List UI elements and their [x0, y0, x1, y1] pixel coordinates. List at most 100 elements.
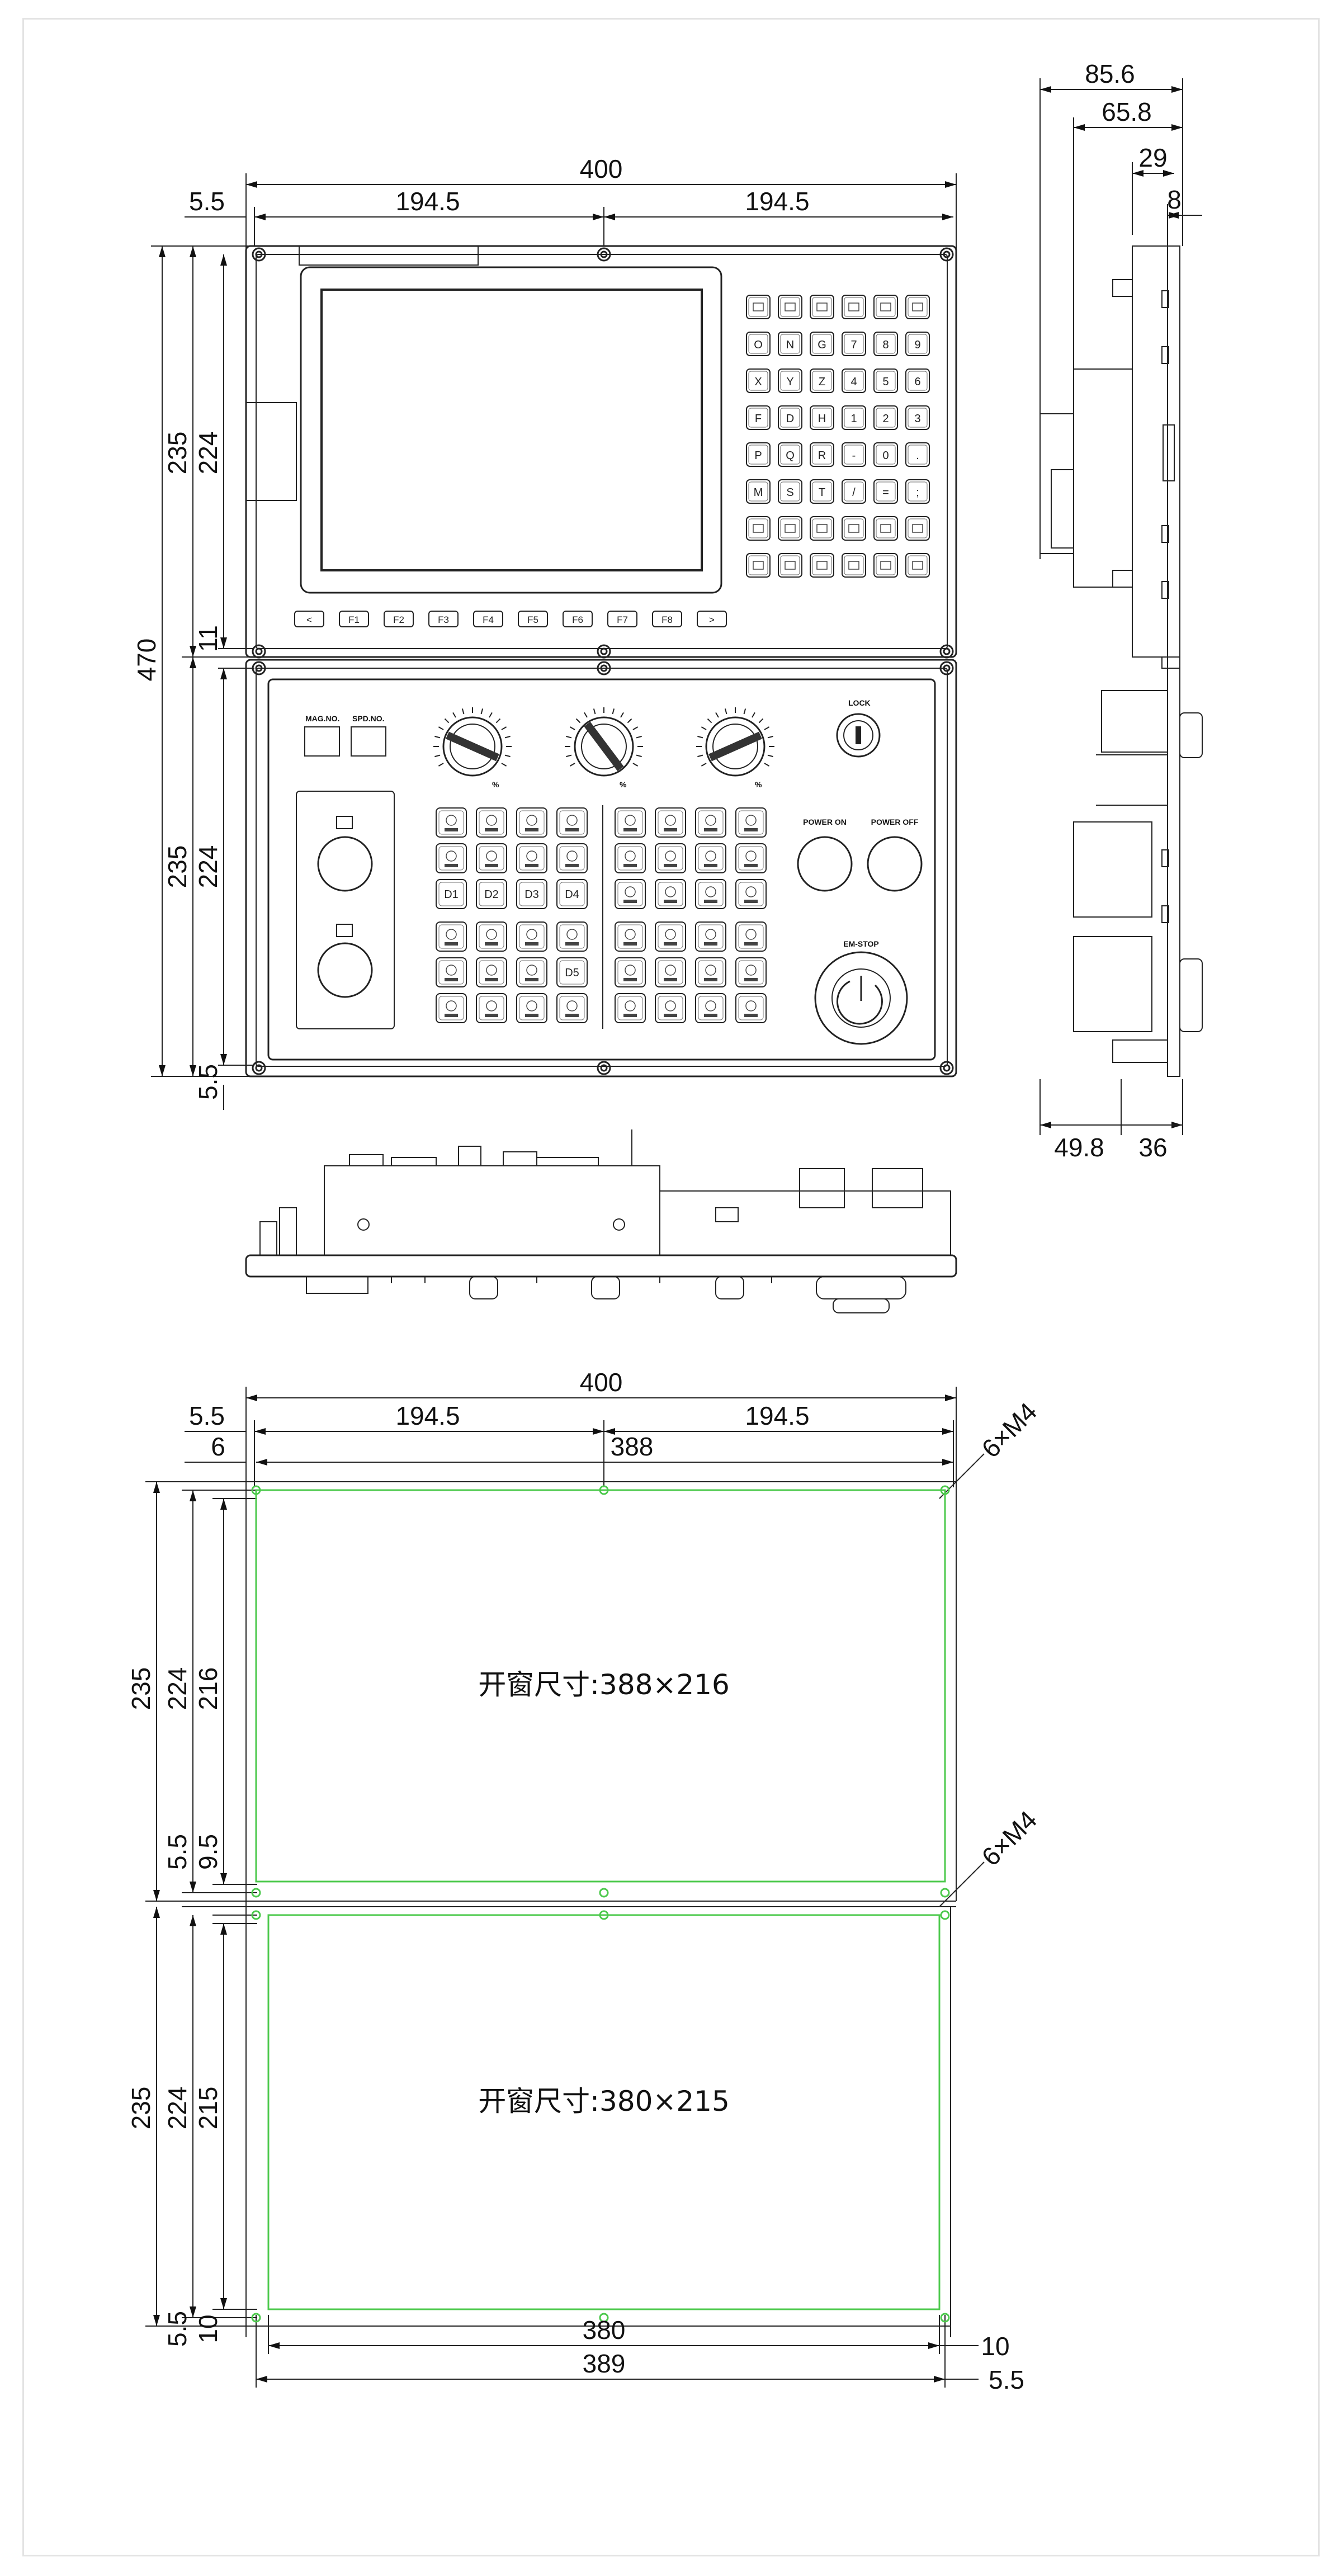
panel-key[interactable]: [615, 879, 646, 909]
panel-key[interactable]: [436, 993, 467, 1023]
panel-key[interactable]: D1: [436, 879, 467, 909]
panel-key[interactable]: [436, 957, 467, 987]
keypad-key[interactable]: P: [746, 442, 771, 467]
keypad-key[interactable]: [842, 295, 866, 319]
panel-key[interactable]: D2: [476, 879, 507, 909]
panel-key[interactable]: [436, 843, 467, 873]
panel-key[interactable]: [556, 843, 588, 873]
softkey-2[interactable]: F2: [384, 611, 414, 627]
keypad-key[interactable]: 6: [905, 368, 930, 393]
panel-key[interactable]: [655, 807, 686, 838]
keypad-key[interactable]: G: [810, 332, 834, 356]
panel-key[interactable]: [695, 843, 726, 873]
keypad-key[interactable]: [873, 295, 898, 319]
keypad-key[interactable]: [810, 516, 834, 541]
keypad-key[interactable]: 7: [842, 332, 866, 356]
power-off-button[interactable]: [867, 836, 923, 892]
keypad-key[interactable]: [746, 516, 771, 541]
softkey-1[interactable]: F1: [339, 611, 369, 627]
keypad-key[interactable]: ;: [905, 479, 930, 504]
keypad-key[interactable]: N: [778, 332, 802, 356]
panel-key[interactable]: [615, 921, 646, 952]
keypad-key[interactable]: [778, 295, 802, 319]
panel-key[interactable]: [615, 807, 646, 838]
softkey-0[interactable]: <: [294, 611, 324, 627]
softkey-3[interactable]: F3: [428, 611, 459, 627]
keypad-key[interactable]: [873, 553, 898, 578]
panel-key[interactable]: [695, 993, 726, 1023]
keypad-key[interactable]: [842, 553, 866, 578]
panel-key[interactable]: [476, 807, 507, 838]
panel-key[interactable]: [655, 843, 686, 873]
keypad-key[interactable]: Z: [810, 368, 834, 393]
keypad-key[interactable]: [810, 295, 834, 319]
keypad-key[interactable]: D: [778, 405, 802, 430]
panel-key[interactable]: [695, 807, 726, 838]
keypad-key[interactable]: F: [746, 405, 771, 430]
keypad-key[interactable]: 8: [873, 332, 898, 356]
panel-key[interactable]: [735, 921, 767, 952]
keypad-key[interactable]: 9: [905, 332, 930, 356]
panel-key[interactable]: [476, 921, 507, 952]
keypad-key[interactable]: 1: [842, 405, 866, 430]
keypad-key[interactable]: .: [905, 442, 930, 467]
panel-key[interactable]: D3: [516, 879, 547, 909]
softkey-4[interactable]: F4: [473, 611, 503, 627]
softkey-6[interactable]: F6: [563, 611, 593, 627]
panel-key[interactable]: [556, 921, 588, 952]
keypad-key[interactable]: O: [746, 332, 771, 356]
keypad-key[interactable]: [905, 553, 930, 578]
panel-key[interactable]: [695, 957, 726, 987]
keypad-key[interactable]: -: [842, 442, 866, 467]
feed-override-knob[interactable]: [442, 716, 503, 777]
panel-key[interactable]: [695, 921, 726, 952]
keypad-key[interactable]: [905, 516, 930, 541]
panel-key[interactable]: [556, 807, 588, 838]
rapid-override-knob[interactable]: [705, 716, 765, 777]
softkey-8[interactable]: F8: [652, 611, 682, 627]
keypad-key[interactable]: =: [873, 479, 898, 504]
panel-key[interactable]: [655, 879, 686, 909]
panel-key[interactable]: [476, 993, 507, 1023]
panel-key[interactable]: [615, 957, 646, 987]
panel-key[interactable]: [476, 957, 507, 987]
panel-key[interactable]: [655, 993, 686, 1023]
panel-key[interactable]: [556, 993, 588, 1023]
keypad-key[interactable]: X: [746, 368, 771, 393]
keypad-key[interactable]: [778, 553, 802, 578]
panel-key[interactable]: [735, 807, 767, 838]
panel-key[interactable]: [615, 843, 646, 873]
keypad-key[interactable]: S: [778, 479, 802, 504]
panel-key[interactable]: [436, 921, 467, 952]
panel-key[interactable]: [735, 957, 767, 987]
keypad-key[interactable]: Q: [778, 442, 802, 467]
emergency-stop-button[interactable]: [814, 951, 908, 1045]
keypad-key[interactable]: 0: [873, 442, 898, 467]
keypad-key[interactable]: [842, 516, 866, 541]
keypad-key[interactable]: M: [746, 479, 771, 504]
panel-key[interactable]: [655, 957, 686, 987]
panel-key[interactable]: [516, 993, 547, 1023]
panel-key[interactable]: [735, 879, 767, 909]
spindle-override-knob[interactable]: [574, 716, 634, 777]
panel-key[interactable]: [476, 843, 507, 873]
softkey-7[interactable]: F7: [607, 611, 637, 627]
panel-key[interactable]: [735, 843, 767, 873]
panel-key[interactable]: [615, 993, 646, 1023]
keypad-key[interactable]: [778, 516, 802, 541]
keypad-key[interactable]: [905, 295, 930, 319]
keypad-key[interactable]: Y: [778, 368, 802, 393]
keypad-key[interactable]: 4: [842, 368, 866, 393]
keypad-key[interactable]: 2: [873, 405, 898, 430]
keypad-key[interactable]: T: [810, 479, 834, 504]
softkey-5[interactable]: F5: [518, 611, 548, 627]
power-on-button[interactable]: [797, 836, 853, 892]
panel-key[interactable]: [436, 807, 467, 838]
keypad-key[interactable]: R: [810, 442, 834, 467]
panel-key[interactable]: [655, 921, 686, 952]
panel-key[interactable]: [735, 993, 767, 1023]
keypad-key[interactable]: [873, 516, 898, 541]
panel-key[interactable]: [516, 921, 547, 952]
panel-key[interactable]: [695, 879, 726, 909]
keypad-key[interactable]: /: [842, 479, 866, 504]
